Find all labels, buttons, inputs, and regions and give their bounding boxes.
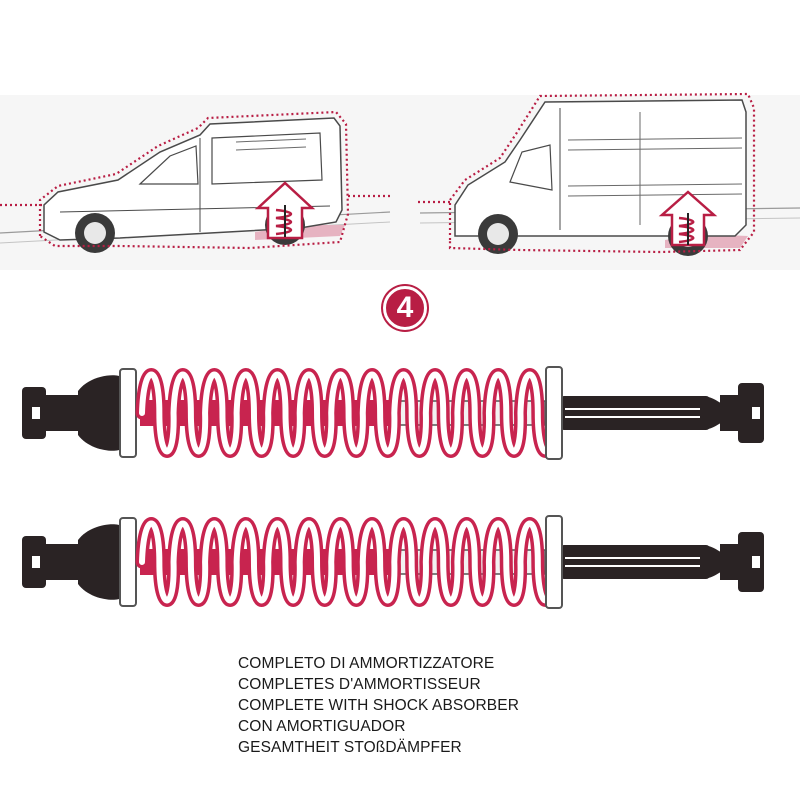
spring-icon: [678, 213, 695, 245]
spring-icon: [275, 205, 293, 237]
coilover-shock-absorber: [22, 366, 764, 460]
caption-line-english: COMPLETE WITH SHOCK ABSORBER: [238, 697, 519, 714]
caption-line-spanish: CON AMORTIGUADOR: [238, 718, 406, 735]
caption-line-german: GESAMTHEIT STOßDÄMPFER: [238, 739, 462, 756]
step-number-badge: 4: [383, 286, 427, 330]
caption-line-french: COMPLETES D'AMMORTISSEUR: [238, 676, 481, 693]
car-silhouette: [0, 110, 392, 253]
caption-line-italian: COMPLETO DI AMMORTIZZATORE: [238, 655, 495, 672]
van-silhouette: [418, 92, 800, 256]
coilover-shock-absorber: [22, 515, 764, 609]
multilingual-caption: COMPLETO DI AMMORTIZZATORE COMPLETES D'A…: [238, 653, 519, 758]
